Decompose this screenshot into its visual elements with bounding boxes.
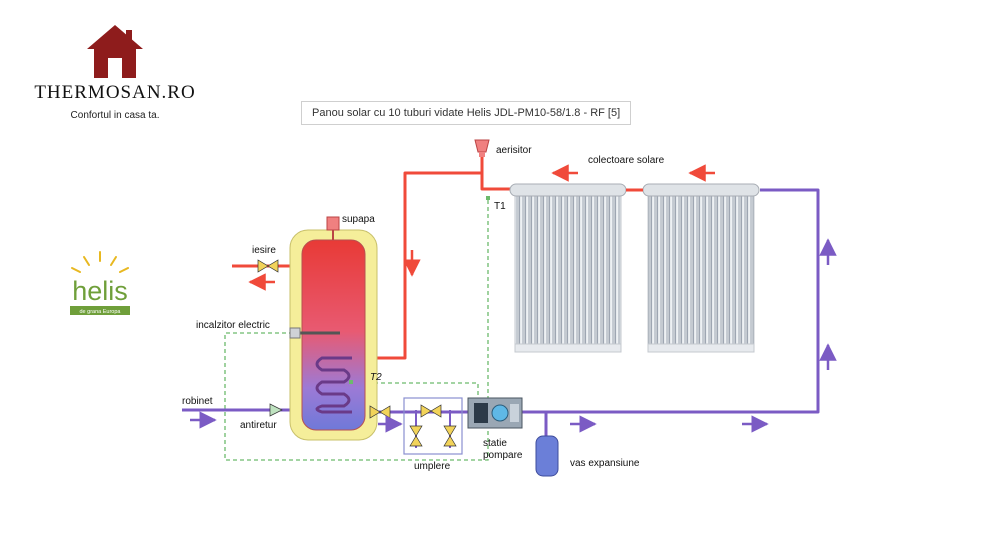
helis-wordmark: helis	[72, 276, 128, 306]
valve-icons	[257, 259, 391, 419]
pump-station	[467, 397, 523, 429]
collector-panel-1	[514, 195, 622, 349]
label-incalzitor-electric: incalzitor electric	[196, 320, 270, 331]
house-icon	[87, 25, 143, 78]
label-statie: statie	[483, 438, 507, 449]
tank-inner	[301, 239, 366, 431]
logo-block[interactable]: THERMOSAN.RO Confortul in casa ta.	[20, 22, 210, 121]
label-supapa: supapa	[342, 214, 375, 225]
pump-icon	[491, 404, 509, 422]
relief-valve-icon	[326, 216, 340, 231]
label-t1: T1	[494, 201, 506, 212]
helis-logo: helis de grana Europa	[70, 251, 130, 315]
label-colectoare-solare: colectoare solare	[588, 155, 665, 166]
solar-coil	[315, 356, 352, 414]
check-valve-icon	[269, 403, 283, 417]
brand-name: THERMOSAN.RO	[34, 82, 196, 103]
label-t2: T2	[370, 372, 382, 383]
label-aerisitor: aerisitor	[496, 145, 532, 156]
image-caption: Panou solar cu 10 tuburi vidate Helis JD…	[301, 101, 632, 125]
sun-rays-icon	[71, 251, 129, 273]
expansion-vessel	[535, 435, 559, 477]
label-robinet: robinet	[182, 396, 213, 407]
helis-subtitle: de grana Europa	[80, 309, 122, 315]
collector-panel-2	[647, 195, 755, 349]
label-antiretur: antiretur	[240, 420, 277, 431]
storage-tank	[289, 216, 378, 441]
label-iesire: iesire	[252, 245, 276, 256]
air-vent-icon	[474, 139, 490, 157]
flow-arrows-hot	[248, 164, 715, 291]
label-pompare: pompare	[483, 450, 523, 461]
return-valve-icon	[369, 405, 391, 419]
label-umplere: umplere	[414, 461, 451, 472]
label-vas-expansiune: vas expansiune	[570, 458, 640, 469]
sensor-wiring	[224, 200, 489, 461]
sensor-t2-icon	[349, 380, 353, 384]
brand-tagline: Confortul in casa ta.	[70, 110, 160, 121]
flow-arrows-cold	[190, 238, 837, 433]
outlet-valve-icon	[257, 259, 279, 273]
sensor-t1-icon	[486, 196, 490, 200]
filling-group	[403, 397, 463, 455]
solar-collectors	[509, 183, 760, 353]
